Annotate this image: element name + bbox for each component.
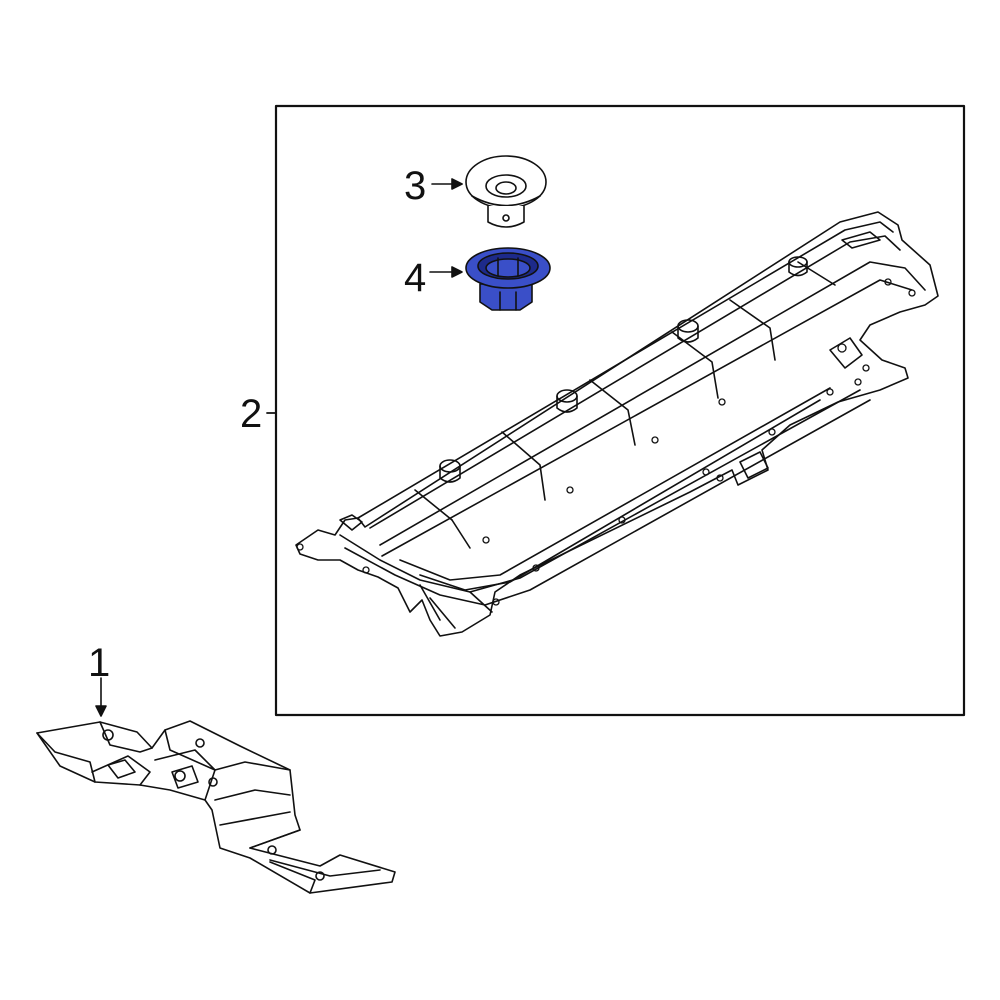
callout-3: 3 [404, 164, 427, 208]
stud-icons [439, 256, 808, 483]
group-frame [274, 104, 966, 717]
mounting-hole-icons [296, 278, 916, 606]
callout-1: 1 [88, 641, 111, 685]
callout-2: 2 [240, 392, 263, 436]
callout-4: 4 [404, 256, 427, 300]
retainer-nut-icon [429, 247, 551, 311]
heat-shield-bracket-icon [36, 677, 396, 894]
underbody-cover-panel-icon [295, 211, 939, 637]
push-clip-icon [431, 155, 547, 228]
